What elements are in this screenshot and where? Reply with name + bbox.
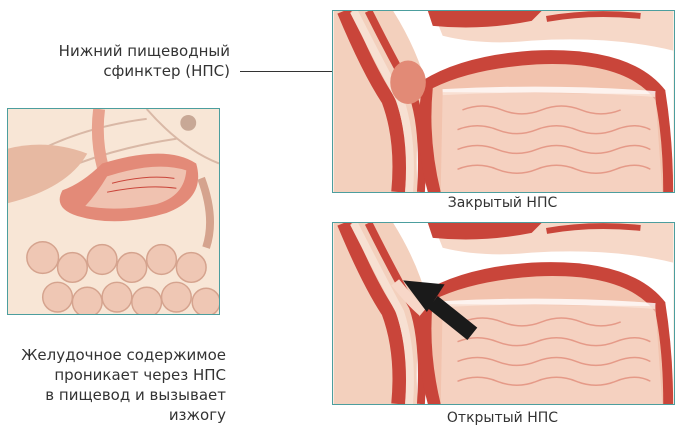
open-les-caption: Открытый НПС <box>332 410 673 426</box>
reflux-explanation-line3: в пищевод и вызывает <box>10 385 226 405</box>
torso-stomach-illustration <box>8 109 219 314</box>
les-label: Нижний пищеводный сфинктер (НПС) <box>10 41 230 81</box>
closed-les-illustration <box>332 10 675 193</box>
reflux-explanation-line4: изжогу <box>10 405 226 425</box>
reflux-explanation: Желудочное содержимое проникает через НП… <box>10 345 226 425</box>
reflux-explanation-line2: проникает через НПС <box>10 365 226 385</box>
stomach-open-les-illustration <box>333 223 674 404</box>
les-label-line1: Нижний пищеводный <box>10 41 230 61</box>
reflux-explanation-line1: Желудочное содержимое <box>10 345 226 365</box>
body-overview-illustration <box>7 108 220 315</box>
closed-les-caption: Закрытый НПС <box>332 195 673 211</box>
les-pointer-line <box>240 71 334 72</box>
les-label-line2: сфинктер (НПС) <box>10 61 230 81</box>
open-les-illustration <box>332 222 675 405</box>
stomach-closed-les-illustration <box>333 11 674 192</box>
